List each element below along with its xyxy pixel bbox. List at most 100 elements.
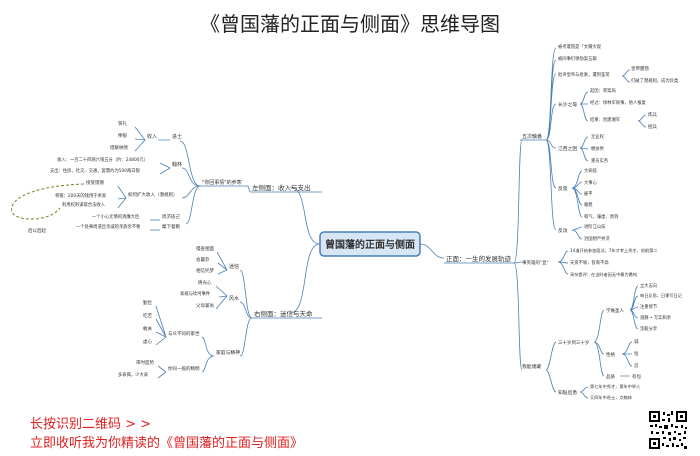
- right1-minghong[interactable]: 事英雄的"显": [522, 259, 549, 266]
- left1-ruhe[interactable]: 如何扩大收入（潜规则）: [128, 191, 178, 198]
- left1-jinshi[interactable]: 进士: [172, 133, 182, 140]
- right1-jiangxi-item-2: 缠扶供: [591, 145, 605, 152]
- right1-ganbian-item-5: 和气、谦虚、周到: [584, 213, 618, 220]
- right1-xueshi[interactable]: 学做圣人: [606, 307, 624, 314]
- left1-dashed-arc: [11, 183, 85, 220]
- left1-self-item-2: 一个处事周道且亲戚的亲族亲不要: [76, 223, 141, 230]
- right1-minghong-item-3: 采杂提评：在当时者因无中最为愚钝: [570, 271, 638, 278]
- right1-xueshi-item-3: 注重修节: [640, 303, 658, 310]
- right1-minghong-links: [557, 250, 569, 275]
- left1-hub[interactable]: "你回事情"的养寒: [202, 179, 242, 186]
- right1-wuci-links: [545, 47, 557, 231]
- right1-changsha[interactable]: 长沙之辱: [558, 101, 577, 108]
- right1-ganbian-links: [571, 170, 583, 218]
- left2-mixin-item-1: 稽查相面: [196, 245, 214, 252]
- left2-fengshui[interactable]: 风水: [229, 295, 239, 302]
- branch-left2[interactable]: 右侧面：迷信与天命: [254, 309, 313, 318]
- left1-jifu-item-links: [159, 162, 171, 175]
- right1-changsha-links: [579, 91, 589, 122]
- right1-jiangxi[interactable]: 江西之困: [558, 145, 577, 152]
- left1-jifu-item-1: 收入：一百二十四两六钱五分（约：24800元）: [57, 156, 148, 163]
- left1-right-item-2: 麾下督粮: [162, 223, 180, 230]
- left2-item-a-links: [155, 305, 167, 346]
- right1-gemingzhe-links: [545, 341, 557, 393]
- right1-zhiwei-item-1: 第七年中秀才，第年中举人: [590, 383, 641, 390]
- right1-xueshi-item-2: 每日反思，日课写日记: [640, 292, 683, 299]
- right1-sanshi-links: [593, 309, 605, 377]
- left2-fengshui-link: [239, 301, 253, 319]
- right1-sanshi[interactable]: 三十岁到三十岁: [558, 339, 590, 346]
- right1-zhiwei[interactable]: 知耻后勇: [558, 389, 577, 396]
- right1-jiangxi-links: [579, 136, 589, 162]
- right1-zhicheng[interactable]: 性格: [606, 351, 615, 358]
- right1-spine: [513, 139, 523, 371]
- left1-jifu-link: [181, 167, 201, 187]
- qr-code-icon[interactable]: [648, 410, 688, 450]
- right1-fanzhuan-links: [571, 226, 583, 240]
- left1-ruhe-link: [181, 185, 201, 199]
- left2-jiating-sub-1: 与众不同的家世: [168, 330, 200, 337]
- left1-top-item-1: 贺礼: [118, 120, 127, 127]
- connector-right1: [419, 243, 445, 259]
- left1-hub-link: [247, 185, 251, 193]
- right1-zhicheng-item-1: 诚: [634, 338, 639, 345]
- right1-changsha-item-1: 起因：审案局: [590, 87, 616, 94]
- left2-jiating-sub-2: 你同一般的精明: [168, 365, 200, 372]
- right1-jiezhou-item-2: 招兵: [648, 123, 657, 130]
- right1-lianbing-links: [637, 114, 647, 128]
- left2-item-b-links: [157, 365, 167, 379]
- promo-line-2[interactable]: 立即收听我为你精读的《曾国藩的正面与侧面》: [30, 436, 304, 451]
- right1-ganbian-item-1: 大病痊: [584, 167, 598, 174]
- left2-item-a-4: 虚心: [143, 338, 152, 345]
- left2-mixin-item-2: 会曩卦: [196, 256, 210, 263]
- right1-changsha-item-2: 经过：绿林军闹事，他人报复: [590, 99, 647, 106]
- right1-zhiwei-links: [579, 386, 589, 399]
- left2-mixin[interactable]: 迷信: [229, 263, 239, 270]
- right1-minghong-item-2: 天资不够，智商不高: [570, 259, 609, 266]
- left1-bottom-links: [150, 185, 201, 231]
- right1-ganbian-item-3: 雇平: [584, 190, 593, 197]
- right1-fanzhuan[interactable]: 反攻: [558, 227, 568, 234]
- left1-jifu-item-2: 支出：住房、社交、交通，宴需约为500两白银: [50, 167, 141, 174]
- left1-ruhe-item-3: 利用权利谋取合法收入: [62, 201, 106, 208]
- left1-ruhe-item-1: 接受馈赠: [86, 179, 104, 186]
- connector-left2: [289, 243, 321, 314]
- left1-ruhe-item-2: 将银：200天的钱用于余家: [55, 192, 107, 199]
- promo-line-1[interactable]: 长按识别二维码 > >: [30, 417, 152, 432]
- right1-xueshi-links: [629, 285, 639, 330]
- left1-top-item-3: 借解纳债: [110, 144, 128, 151]
- right1-ganbian[interactable]: 反思: [558, 185, 568, 192]
- right1-jiangxi-item-3: 重员实务: [591, 157, 609, 164]
- branch-right1[interactable]: 正面：一生的发展轨迹: [446, 254, 512, 263]
- left2-mixin-item-6: 父母兼尚: [196, 302, 214, 309]
- left1-top-item-2: 俸银: [118, 132, 127, 139]
- right1-zoufu-links: [621, 69, 631, 83]
- left2-mixin-item-links: [215, 251, 228, 310]
- left2-jiating[interactable]: 家庭与精神: [216, 349, 240, 356]
- right1-jiezhou-item-1: 炼兵: [648, 111, 657, 118]
- left2-item-a-2: 吃苦: [143, 312, 152, 319]
- right1-pinge-item-1: 有恒: [632, 373, 641, 380]
- right1-gemingzhe[interactable]: 我能储藏: [522, 363, 541, 370]
- right1-ganbian-item-2: 大事心: [584, 179, 598, 186]
- left1-jinshi-link: [179, 140, 201, 187]
- left2-item-b-1: 审时度势: [136, 359, 154, 366]
- right1-fanzhuan-item-2: 治国想严并济: [584, 235, 610, 242]
- left2-item-a-1: 勤俭: [143, 299, 152, 306]
- left1-ruhe-item-links: [117, 185, 127, 209]
- left2-mixin-item-5: 家规与坎坷事件: [180, 290, 211, 297]
- left1-shouru[interactable]: 收入: [147, 133, 157, 140]
- right1-zhicheng-item-2: 恒: [634, 350, 639, 357]
- branch-left1[interactable]: 左侧面：收入与支出: [252, 183, 311, 192]
- left1-jifu[interactable]: 翰林: [172, 161, 182, 168]
- right1-pinge[interactable]: 品质: [606, 373, 615, 380]
- left2-jiating-link: [239, 317, 253, 357]
- right1-wuci-item-1: 被考着院是「文耀大观: [558, 43, 602, 50]
- right1-zoufu-sub-1: 皇帝震怒: [631, 65, 649, 72]
- center-label: 曾国藩的正面与侧面: [325, 238, 415, 251]
- left2-item-a-3: 敢关: [143, 325, 152, 332]
- right1-wuci[interactable]: 五次触番: [522, 133, 542, 140]
- left2-mixin-item-3: 相信托梦: [196, 267, 214, 274]
- right1-changsha-item-3: 结果：创建湘军: [590, 116, 620, 123]
